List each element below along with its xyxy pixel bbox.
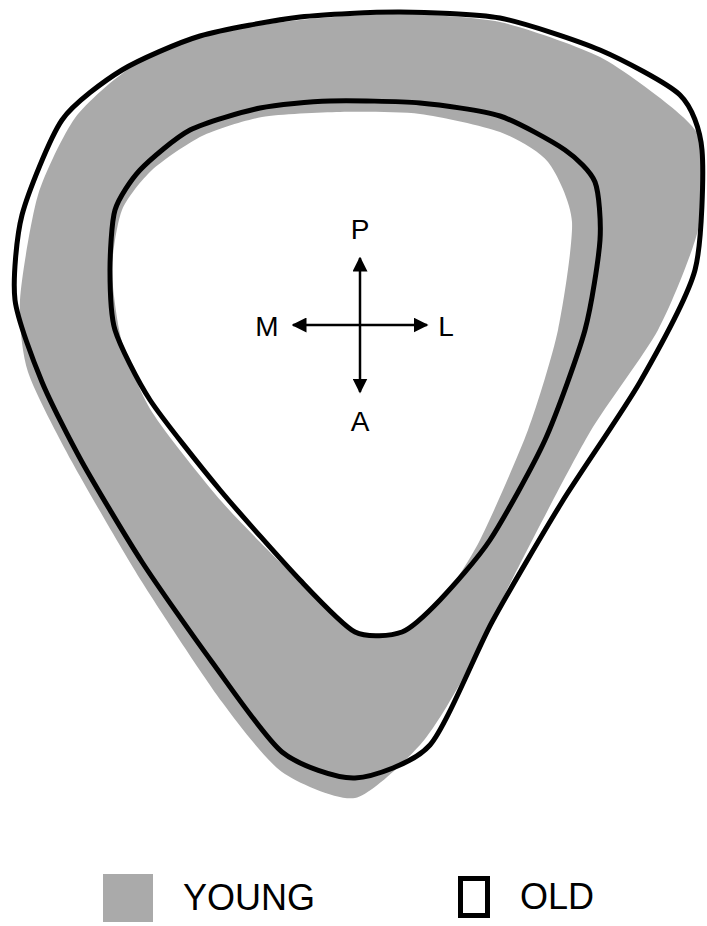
legend-item: YOUNG <box>103 874 315 922</box>
legend-swatch <box>103 874 153 922</box>
arrow-medial <box>293 324 360 327</box>
legend-item: OLD <box>458 876 594 918</box>
direction-label: M <box>255 313 278 341</box>
old-periosteal-outline <box>14 12 702 778</box>
legend-outline-swatch <box>458 876 490 918</box>
arrow-posterior <box>359 258 362 325</box>
young-cortex <box>20 14 704 798</box>
legend-text: YOUNG <box>183 880 315 916</box>
old-endosteal-outline <box>110 101 600 636</box>
direction-label: L <box>438 313 454 341</box>
direction-label: A <box>351 408 370 436</box>
legend-text: OLD <box>520 879 594 915</box>
arrow-lateral <box>360 324 427 327</box>
arrow-anterior <box>359 325 362 392</box>
direction-label: P <box>351 216 370 244</box>
compass-arrows <box>293 258 427 392</box>
